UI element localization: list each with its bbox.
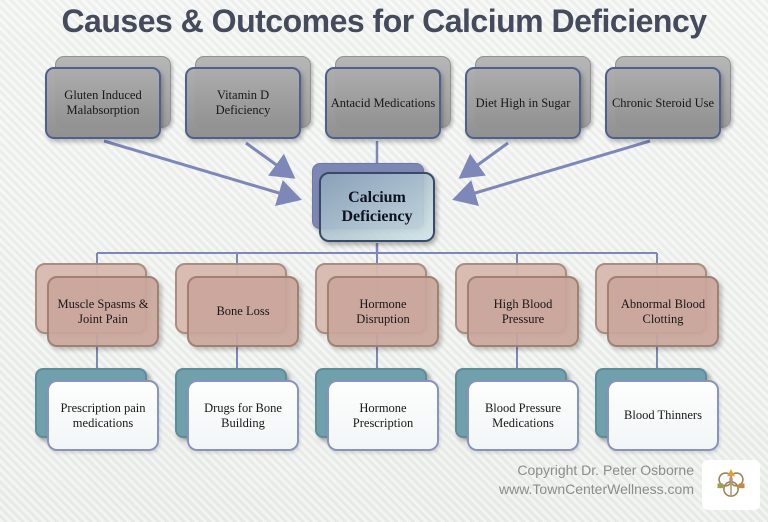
treatment-box-label: Hormone Prescription (327, 380, 439, 451)
treatment-box-label: Blood Thinners (607, 380, 719, 451)
arrow-cause-1 (103, 139, 302, 206)
treatment-box-drugs-for-bone-building: Drugs for Bone Building (174, 368, 306, 464)
outcome-box-muscle-spasms-joint-pain: Muscle Spasms & Joint Pain (34, 263, 166, 359)
center-box-calcium-deficiency: Calcium Deficiency (312, 163, 444, 249)
cause-box-label: Antacid Medications (325, 67, 441, 139)
outcome-box-high-blood-pressure: High Blood Pressure (454, 263, 586, 359)
outcome-box-bone-loss: Bone Loss (174, 263, 306, 359)
treatment-box-label: Drugs for Bone Building (187, 380, 299, 451)
arrow-cause-4 (458, 141, 509, 179)
page-title: Causes & Outcomes for Calcium Deficiency (61, 3, 707, 39)
trefoil-logo-icon (717, 469, 745, 497)
treatment-box-blood-pressure-medications: Blood Pressure Medications (454, 368, 586, 464)
cause-box-gluten-induced-malabsorption: Gluten Induced Malabsorption (34, 56, 171, 152)
outcome-box-label: High Blood Pressure (467, 276, 579, 347)
copyright-text: Copyright Dr. Peter Osborne www.TownCent… (499, 461, 694, 498)
outcome-box-hormone-disruption: Hormone Disruption (314, 263, 446, 359)
arrow-cause-5 (452, 139, 651, 206)
arrow-cause-2 (245, 141, 296, 179)
outcome-box-label: Hormone Disruption (327, 276, 439, 347)
treatment-box-hormone-prescription: Hormone Prescription (314, 368, 446, 464)
towncenter-wellness-logo (702, 460, 760, 510)
cause-box-chronic-steroid-use: Chronic Steroid Use (594, 56, 731, 152)
cause-box-label: Chronic Steroid Use (605, 67, 721, 139)
outcome-box-label: Abnormal Blood Clotting (607, 276, 719, 347)
cause-box-antacid-medications: Antacid Medications (314, 56, 451, 152)
cause-box-label: Diet High in Sugar (465, 67, 581, 139)
cause-box-diet-high-in-sugar: Diet High in Sugar (454, 56, 591, 152)
cause-box-label: Vitamin D Deficiency (185, 67, 301, 139)
copyright-line1: Copyright Dr. Peter Osborne (517, 462, 694, 479)
outcome-box-label: Bone Loss (187, 276, 299, 347)
copyright-line2: www.TownCenterWellness.com (498, 480, 694, 497)
center-box-label: Calcium Deficiency (319, 172, 435, 242)
treatment-box-label: Prescription pain medications (47, 380, 159, 451)
cause-box-label: Gluten Induced Malabsorption (45, 67, 161, 139)
treatment-box-prescription-pain-medications: Prescription pain medications (34, 368, 166, 464)
cause-box-vitamin-d-deficiency: Vitamin D Deficiency (174, 56, 311, 152)
treatment-box-label: Blood Pressure Medications (467, 380, 579, 451)
outcome-box-abnormal-blood-clotting: Abnormal Blood Clotting (594, 263, 726, 359)
outcome-box-label: Muscle Spasms & Joint Pain (47, 276, 159, 347)
treatment-box-blood-thinners: Blood Thinners (594, 368, 726, 464)
